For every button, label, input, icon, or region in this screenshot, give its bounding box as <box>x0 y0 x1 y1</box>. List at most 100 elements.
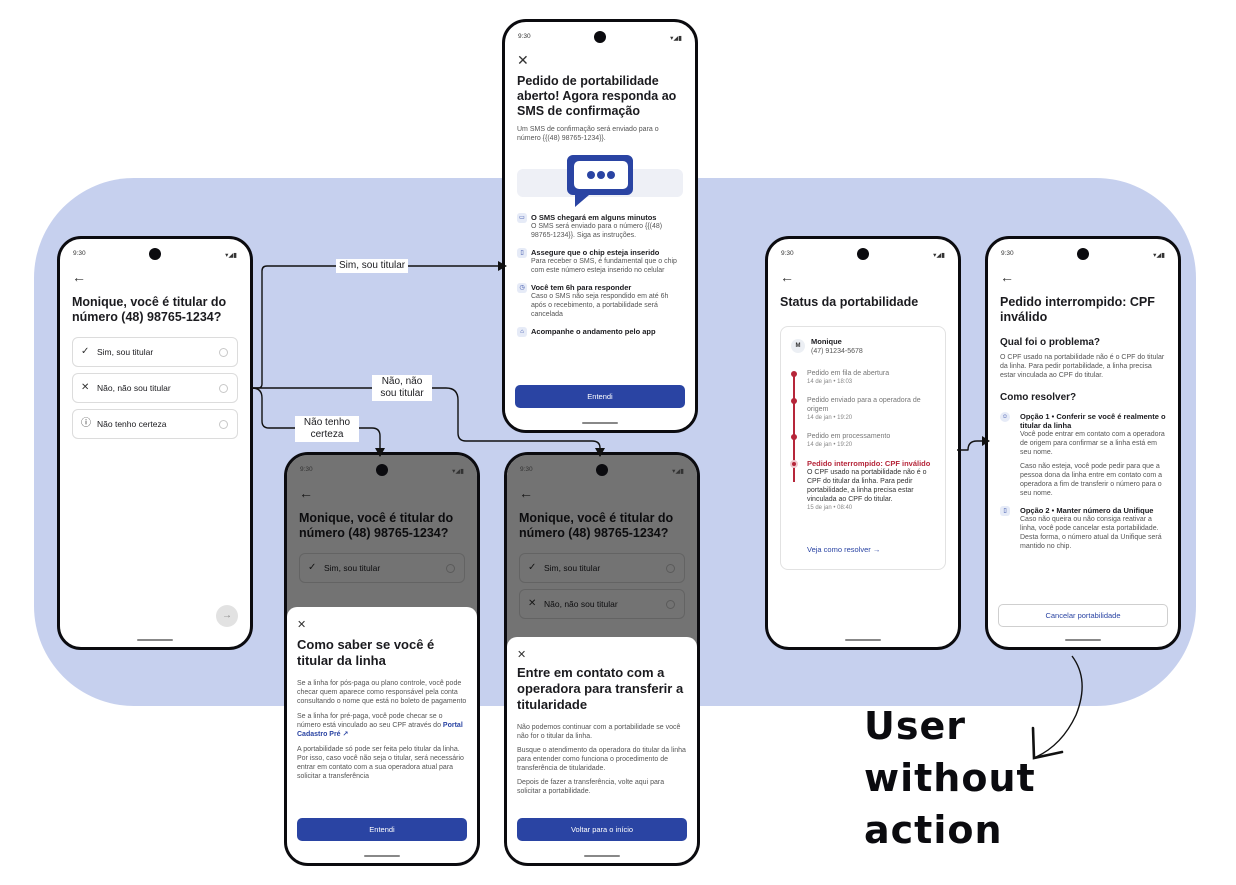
sheet-p2: Busque o atendimento da operadora do tit… <box>517 747 686 772</box>
info-text: O SMS será enviado para o número {{(48) … <box>531 223 663 239</box>
info-title: Assegure que o chip esteja inserido <box>531 248 660 257</box>
step-date: 14 de jan • 19:20 <box>807 442 853 448</box>
contact-name: Monique <box>811 337 842 346</box>
camera-notch <box>857 248 869 260</box>
signal-icon: ▾◢▮ <box>225 252 237 259</box>
status-time: 9:30 <box>781 250 794 257</box>
radio-yes[interactable] <box>219 348 228 357</box>
see-how-to-resolve-link[interactable]: Veja como resolver → <box>807 545 880 555</box>
back-arrow-icon[interactable]: ← <box>1000 269 1014 285</box>
error-text: O CPF usado na portabilidade não é o CPF… <box>807 469 927 503</box>
signal-icon: ▾◢▮ <box>452 468 464 475</box>
next-button[interactable]: → <box>216 605 238 627</box>
option-yes-label: Sim, sou titular <box>97 347 154 357</box>
camera-notch <box>594 31 606 43</box>
status-time: 9:30 <box>300 466 313 473</box>
question-title: Monique, você é titular do número (48) 9… <box>72 295 227 324</box>
problem-heading: Qual foi o problema? <box>1000 337 1101 348</box>
info-title: Você tem 6h para responder <box>531 283 632 292</box>
signal-icon: ▾◢▮ <box>672 468 684 475</box>
info-sms-arrival: ▭ O SMS chegará em alguns minutos O SMS … <box>517 213 683 240</box>
info-deadline: ◷ Você tem 6h para responder Caso o SMS … <box>517 283 683 319</box>
info-title: Acompanhe o andamento pelo app <box>531 327 656 336</box>
option-unsure-label: Não tenho certeza <box>97 419 167 429</box>
sim-card-icon: ▯ <box>517 248 527 258</box>
close-icon[interactable]: ✕ <box>517 649 527 661</box>
bottom-sheet: ✕ Como saber se você é titular da linha … <box>287 607 477 863</box>
sms-illustration <box>517 147 683 213</box>
resolve-option-2: ▯ Opção 2 • Manter número da Unifique Ca… <box>1000 506 1166 551</box>
close-icon[interactable]: ✕ <box>297 619 307 631</box>
page-title: Pedido interrompido: CPF inválido <box>1000 295 1155 324</box>
arrow-label-yes: Sim, sou titular <box>336 259 409 273</box>
user-check-icon: ☺ <box>1000 412 1010 422</box>
avatar: M <box>791 339 805 353</box>
signal-icon: ▾◢▮ <box>1153 252 1165 259</box>
phone-contact-operator: 9:30 ▾◢▮ ← Monique, você é titular do nú… <box>504 452 700 866</box>
handwritten-note: User without action <box>864 700 1036 856</box>
option-text: Caso não esteja, você pode pedir para qu… <box>1020 463 1163 497</box>
back-arrow-icon[interactable]: ← <box>780 269 794 285</box>
sheet-p2: Se a linha for pré-paga, você pode checa… <box>297 712 467 739</box>
timeline-line <box>793 374 795 482</box>
camera-notch <box>1077 248 1089 260</box>
radio-unsure[interactable] <box>219 420 228 429</box>
sheet-title: Como saber se você é titular da linha <box>297 637 435 668</box>
timeline-dot <box>791 434 797 440</box>
arrow-right-icon: → <box>872 545 881 554</box>
error-date: 15 de jan • 08:40 <box>807 505 853 511</box>
status-time: 9:30 <box>73 250 86 257</box>
sheet-title: Entre em contato com a operadora para tr… <box>517 665 684 712</box>
resolve-heading: Como resolver? <box>1000 392 1077 403</box>
note-line-2: without <box>864 756 1036 800</box>
phone-interrupted-details: 9:30 ▾◢▮ ← Pedido interrompido: CPF invá… <box>985 236 1181 650</box>
resolve-option-1: ☺ Opção 1 • Conferir se você é realmente… <box>1000 412 1166 498</box>
option-no[interactable]: ✕ Não, não sou titular <box>72 373 238 403</box>
timeline: Pedido em fila de abertura 14 de jan • 1… <box>790 369 935 513</box>
status-time: 9:30 <box>520 466 533 473</box>
x-icon: ✕ <box>81 382 90 393</box>
back-to-start-button[interactable]: Voltar para o início <box>517 818 687 841</box>
error-title: Pedido interrompido: CPF inválido <box>807 459 931 468</box>
arrow-label-unsure: Não tenho certeza <box>295 416 359 442</box>
sheet-p3: A portabilidade só pode ser feita pelo t… <box>297 746 464 780</box>
timeline-step-error: Pedido interrompido: CPF inválido O CPF … <box>790 459 935 513</box>
message-icon: ▭ <box>517 213 527 223</box>
arrow-label-unsure-line2: certeza <box>310 429 344 440</box>
phone-holder-info: 9:30 ▾◢▮ ← Monique, você é titular do nú… <box>284 452 480 866</box>
info-text: Caso o SMS não seja respondido em até 6h… <box>531 293 669 318</box>
signal-icon: ▾◢▮ <box>933 252 945 259</box>
status-time: 9:30 <box>1001 250 1014 257</box>
cancel-portability-button[interactable]: Cancelar portabilidade <box>998 604 1168 627</box>
option-text: Você pode entrar em contato com a operad… <box>1020 431 1165 456</box>
option-title: Opção 2 • Manter número da Unifique <box>1020 506 1154 515</box>
step-label: Pedido em fila de abertura <box>807 370 890 377</box>
close-icon[interactable]: ✕ <box>517 52 529 68</box>
step-date: 14 de jan • 18:03 <box>807 379 853 385</box>
radio-no[interactable] <box>219 384 228 393</box>
status-bar: 9:30 ▾◢▮ <box>518 33 682 43</box>
camera-notch <box>596 464 608 476</box>
option-unsure[interactable]: ⓘ Não tenho certeza <box>72 409 238 439</box>
sheet-p2-text: Se a linha for pré-paga, você pode checa… <box>297 713 443 729</box>
status-card: M Monique (47) 91234-5678 Pedido em fila… <box>780 326 946 570</box>
clock-icon: ◷ <box>517 283 527 293</box>
timeline-dot-error <box>790 460 798 468</box>
home-indicator <box>584 855 620 857</box>
status-bar: 9:30 ▾◢▮ <box>73 250 237 260</box>
bottom-sheet: ✕ Entre em contato com a operadora para … <box>507 637 697 863</box>
back-arrow-icon[interactable]: ← <box>72 269 86 285</box>
home-indicator <box>845 639 881 641</box>
understood-button[interactable]: Entendi <box>297 818 467 841</box>
option-yes[interactable]: ✓ Sim, sou titular <box>72 337 238 367</box>
status-bar: 9:30 ▾◢▮ <box>781 250 945 260</box>
timeline-step: Pedido enviado para a operadora de orige… <box>791 396 935 423</box>
phone-sms-confirmation: 9:30 ▾◢▮ ✕ Pedido de portabilidade abert… <box>502 19 698 433</box>
info-title: O SMS chegará em alguns minutos <box>531 213 657 222</box>
portal-cadastro-link[interactable]: Portal Cadastro Pré ↗ <box>297 722 463 738</box>
contact-phone: (47) 91234-5678 <box>811 348 863 355</box>
understood-button[interactable]: Entendi <box>515 385 685 408</box>
step-date: 14 de jan • 19:20 <box>807 415 853 421</box>
home-indicator <box>137 639 173 641</box>
sms-subtitle: Um SMS de confirmação será enviado para … <box>517 126 659 142</box>
